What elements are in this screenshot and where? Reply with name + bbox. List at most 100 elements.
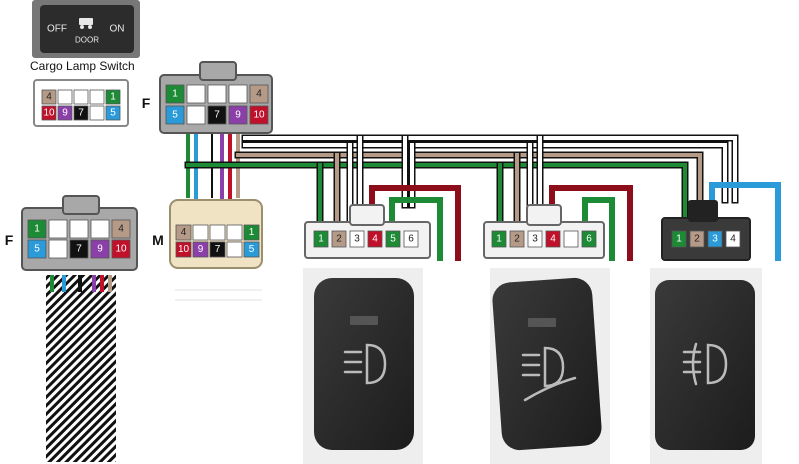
pin-cell — [73, 105, 89, 121]
pin-cell — [243, 241, 260, 258]
pin-number: 5 — [34, 244, 40, 255]
pin-cell — [385, 230, 401, 248]
cargo-lamp-switch: OFF ON DOOR — [32, 0, 140, 58]
switch-button-low-beam — [303, 268, 423, 464]
connector-f-label-top: F — [142, 95, 151, 111]
pin-cell — [509, 230, 525, 248]
pin-cell — [228, 84, 248, 104]
pin-number: 1 — [249, 227, 255, 238]
pin-cell — [105, 105, 121, 121]
pin-number: 2 — [694, 234, 700, 245]
pin-number: 10 — [178, 244, 190, 255]
pin-number: 1 — [34, 224, 40, 235]
pin-cell — [491, 230, 507, 248]
pin-cell — [725, 230, 741, 248]
pin-cell — [209, 241, 226, 258]
switch-connector-3: 1 2 3 4 — [661, 200, 751, 261]
connector-m-label: M — [152, 232, 164, 248]
pin-cell — [111, 219, 131, 239]
pin-cell — [207, 105, 227, 125]
pin-number: 7 — [78, 108, 84, 119]
pin-cell — [249, 105, 269, 125]
cargo-switch-door-label: DOOR — [75, 36, 99, 45]
pin-number: 3 — [354, 234, 360, 245]
pin-cell — [367, 230, 383, 248]
pin-cell — [527, 230, 543, 248]
pin-cell — [192, 224, 209, 241]
pin-cell — [48, 239, 68, 259]
pin-cell — [41, 105, 57, 121]
pin-cell — [90, 239, 110, 259]
pin-number: 7 — [215, 244, 221, 255]
switch-button-fog-lamp — [650, 268, 762, 464]
pin-number: 4 — [730, 234, 736, 245]
pin-cell — [69, 219, 89, 239]
pin-cell — [192, 241, 209, 258]
pin-number: 3 — [712, 234, 718, 245]
cargo-switch-on-label: ON — [110, 24, 125, 35]
pin-cell — [243, 224, 260, 241]
pin-cell — [90, 219, 110, 239]
pin-number: 7 — [214, 110, 220, 121]
pin-cell — [689, 230, 705, 248]
pin-cell — [57, 105, 73, 121]
cargo-switch-off-label: OFF — [47, 24, 67, 35]
pin-cell — [89, 89, 105, 105]
pin-cell — [207, 84, 227, 104]
pin-cell — [27, 239, 47, 259]
connector-f-label-left: F — [5, 232, 14, 248]
pin-cell — [165, 84, 185, 104]
pin-cell — [27, 219, 47, 239]
pin-number: 9 — [198, 244, 204, 255]
pin-number: 1 — [318, 234, 324, 245]
pin-number: 9 — [97, 244, 103, 255]
pin-cell — [105, 89, 121, 105]
pin-cell — [226, 241, 243, 258]
pin-cell — [41, 89, 57, 105]
pin-number: 5 — [249, 244, 255, 255]
pin-number: 1 — [496, 234, 502, 245]
pin-cell — [165, 105, 185, 125]
headlamp-high-beam-icon — [521, 346, 577, 402]
pin-number: 1 — [172, 89, 178, 100]
pin-number: 5 — [172, 110, 178, 121]
pin-cell — [57, 89, 73, 105]
pin-cell — [545, 230, 561, 248]
pin-number: 2 — [514, 234, 520, 245]
pin-cell — [209, 224, 226, 241]
pin-number: 6 — [586, 234, 592, 245]
pin-cell — [186, 105, 206, 125]
pin-cell — [349, 230, 365, 248]
headlamp-low-beam-icon — [343, 343, 387, 385]
pin-number: 4 — [181, 227, 187, 238]
pin-number: 4 — [550, 234, 556, 245]
pin-cell — [73, 89, 89, 105]
switch-connector-2: 1 2 3 4 6 — [483, 204, 605, 259]
pin-number: 4 — [46, 92, 52, 103]
pin-number: 4 — [372, 234, 378, 245]
pin-number: 1 — [676, 234, 682, 245]
switch-button-high-beam — [490, 268, 610, 464]
pin-number: 10 — [253, 110, 265, 121]
pin-cell — [89, 105, 105, 121]
pin-number: 6 — [408, 234, 414, 245]
pin-cell — [707, 230, 723, 248]
pin-cell — [69, 239, 89, 259]
pin-cell — [313, 230, 329, 248]
pin-cell — [249, 84, 269, 104]
fog-lamp-icon — [682, 342, 728, 386]
pin-number: 1 — [110, 92, 116, 103]
pin-cell — [228, 105, 248, 125]
pin-number: 5 — [110, 108, 116, 119]
pin-cell — [563, 230, 579, 248]
pin-cell — [48, 219, 68, 239]
pin-number: 9 — [235, 110, 241, 121]
pin-cell — [331, 230, 347, 248]
door-car-icon — [79, 18, 93, 29]
pin-number: 3 — [532, 234, 538, 245]
